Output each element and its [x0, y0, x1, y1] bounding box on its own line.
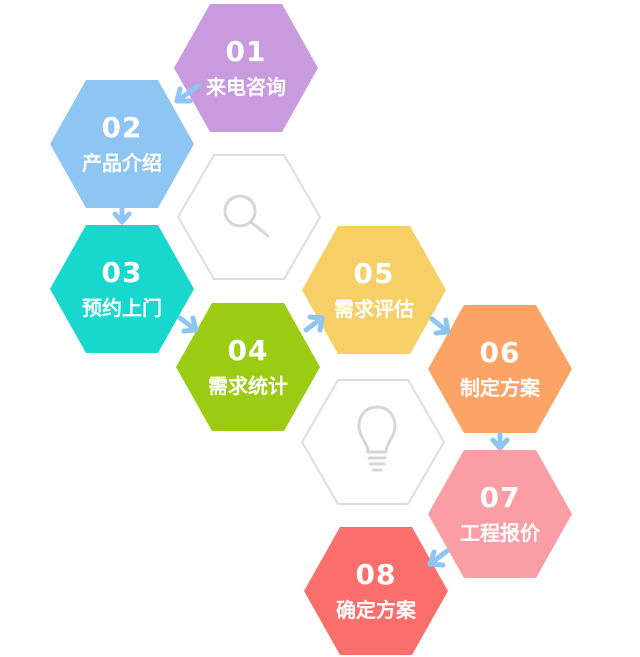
step-number: 04 — [227, 334, 269, 367]
arrow-06-to-07 — [490, 431, 510, 451]
outline-hexagon — [301, 379, 445, 505]
step-number: 02 — [101, 111, 143, 144]
step-label: 需求统计 — [208, 374, 288, 398]
arrow-02-to-03 — [112, 206, 132, 225]
step-number: 06 — [479, 336, 521, 369]
step-label: 确定方案 — [336, 598, 416, 622]
step-number: 07 — [479, 481, 521, 514]
step-number: 05 — [353, 257, 395, 290]
step-02: 02 产品介绍 — [50, 80, 194, 208]
step-label: 工程报价 — [460, 521, 540, 545]
outline-hex-lightbulb — [301, 379, 445, 505]
arrow-03-to-04 — [177, 315, 199, 334]
step-07: 07 工程报价 — [428, 450, 572, 578]
step-number: 01 — [225, 35, 267, 68]
step-05: 05 需求评估 — [302, 226, 446, 354]
step-number: 08 — [355, 558, 397, 591]
step-08: 08 确定方案 — [304, 527, 448, 655]
outline-hexagon — [177, 154, 321, 280]
step-03: 03 预约上门 — [50, 225, 194, 353]
step-01: 01 来电咨询 — [174, 4, 318, 132]
step-label: 产品介绍 — [82, 151, 162, 175]
step-06: 06 制定方案 — [428, 305, 572, 433]
step-number: 03 — [101, 256, 143, 289]
step-label: 预约上门 — [82, 296, 162, 320]
lightbulb-icon — [357, 405, 397, 472]
search-icon — [223, 194, 270, 238]
step-04: 04 需求统计 — [176, 303, 320, 431]
outline-hex-search — [177, 154, 321, 280]
arrow-05-to-06 — [429, 316, 451, 336]
arrow-07-to-08 — [427, 548, 450, 568]
step-label: 需求评估 — [334, 297, 414, 321]
step-label: 制定方案 — [460, 376, 540, 400]
step-label: 来电咨询 — [206, 75, 286, 99]
